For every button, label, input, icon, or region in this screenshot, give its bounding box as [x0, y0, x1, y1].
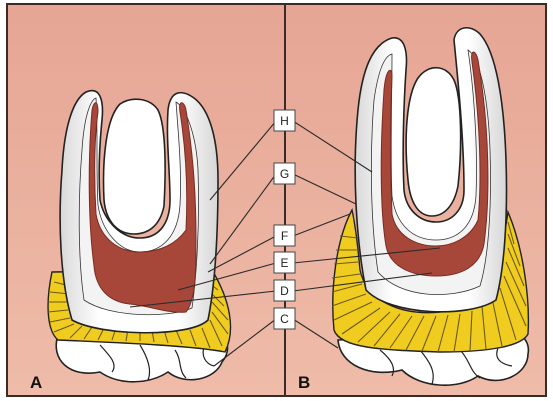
label-c: C	[274, 308, 295, 329]
label-f-text: F	[281, 229, 288, 243]
label-h-text: H	[280, 114, 289, 128]
label-g-text: G	[280, 167, 289, 181]
label-f: F	[274, 225, 295, 246]
label-h: H	[274, 110, 295, 131]
tooth-a-cusp	[104, 99, 166, 234]
tooth-b-cusp	[406, 68, 460, 216]
label-e: E	[274, 252, 295, 273]
label-c-text: C	[280, 312, 289, 326]
label-g: G	[274, 163, 295, 184]
label-d: D	[274, 280, 295, 301]
label-e-text: E	[280, 256, 288, 270]
panel-label-a: A	[30, 373, 42, 392]
label-d-text: D	[280, 284, 289, 298]
panel-label-b: B	[298, 373, 310, 392]
